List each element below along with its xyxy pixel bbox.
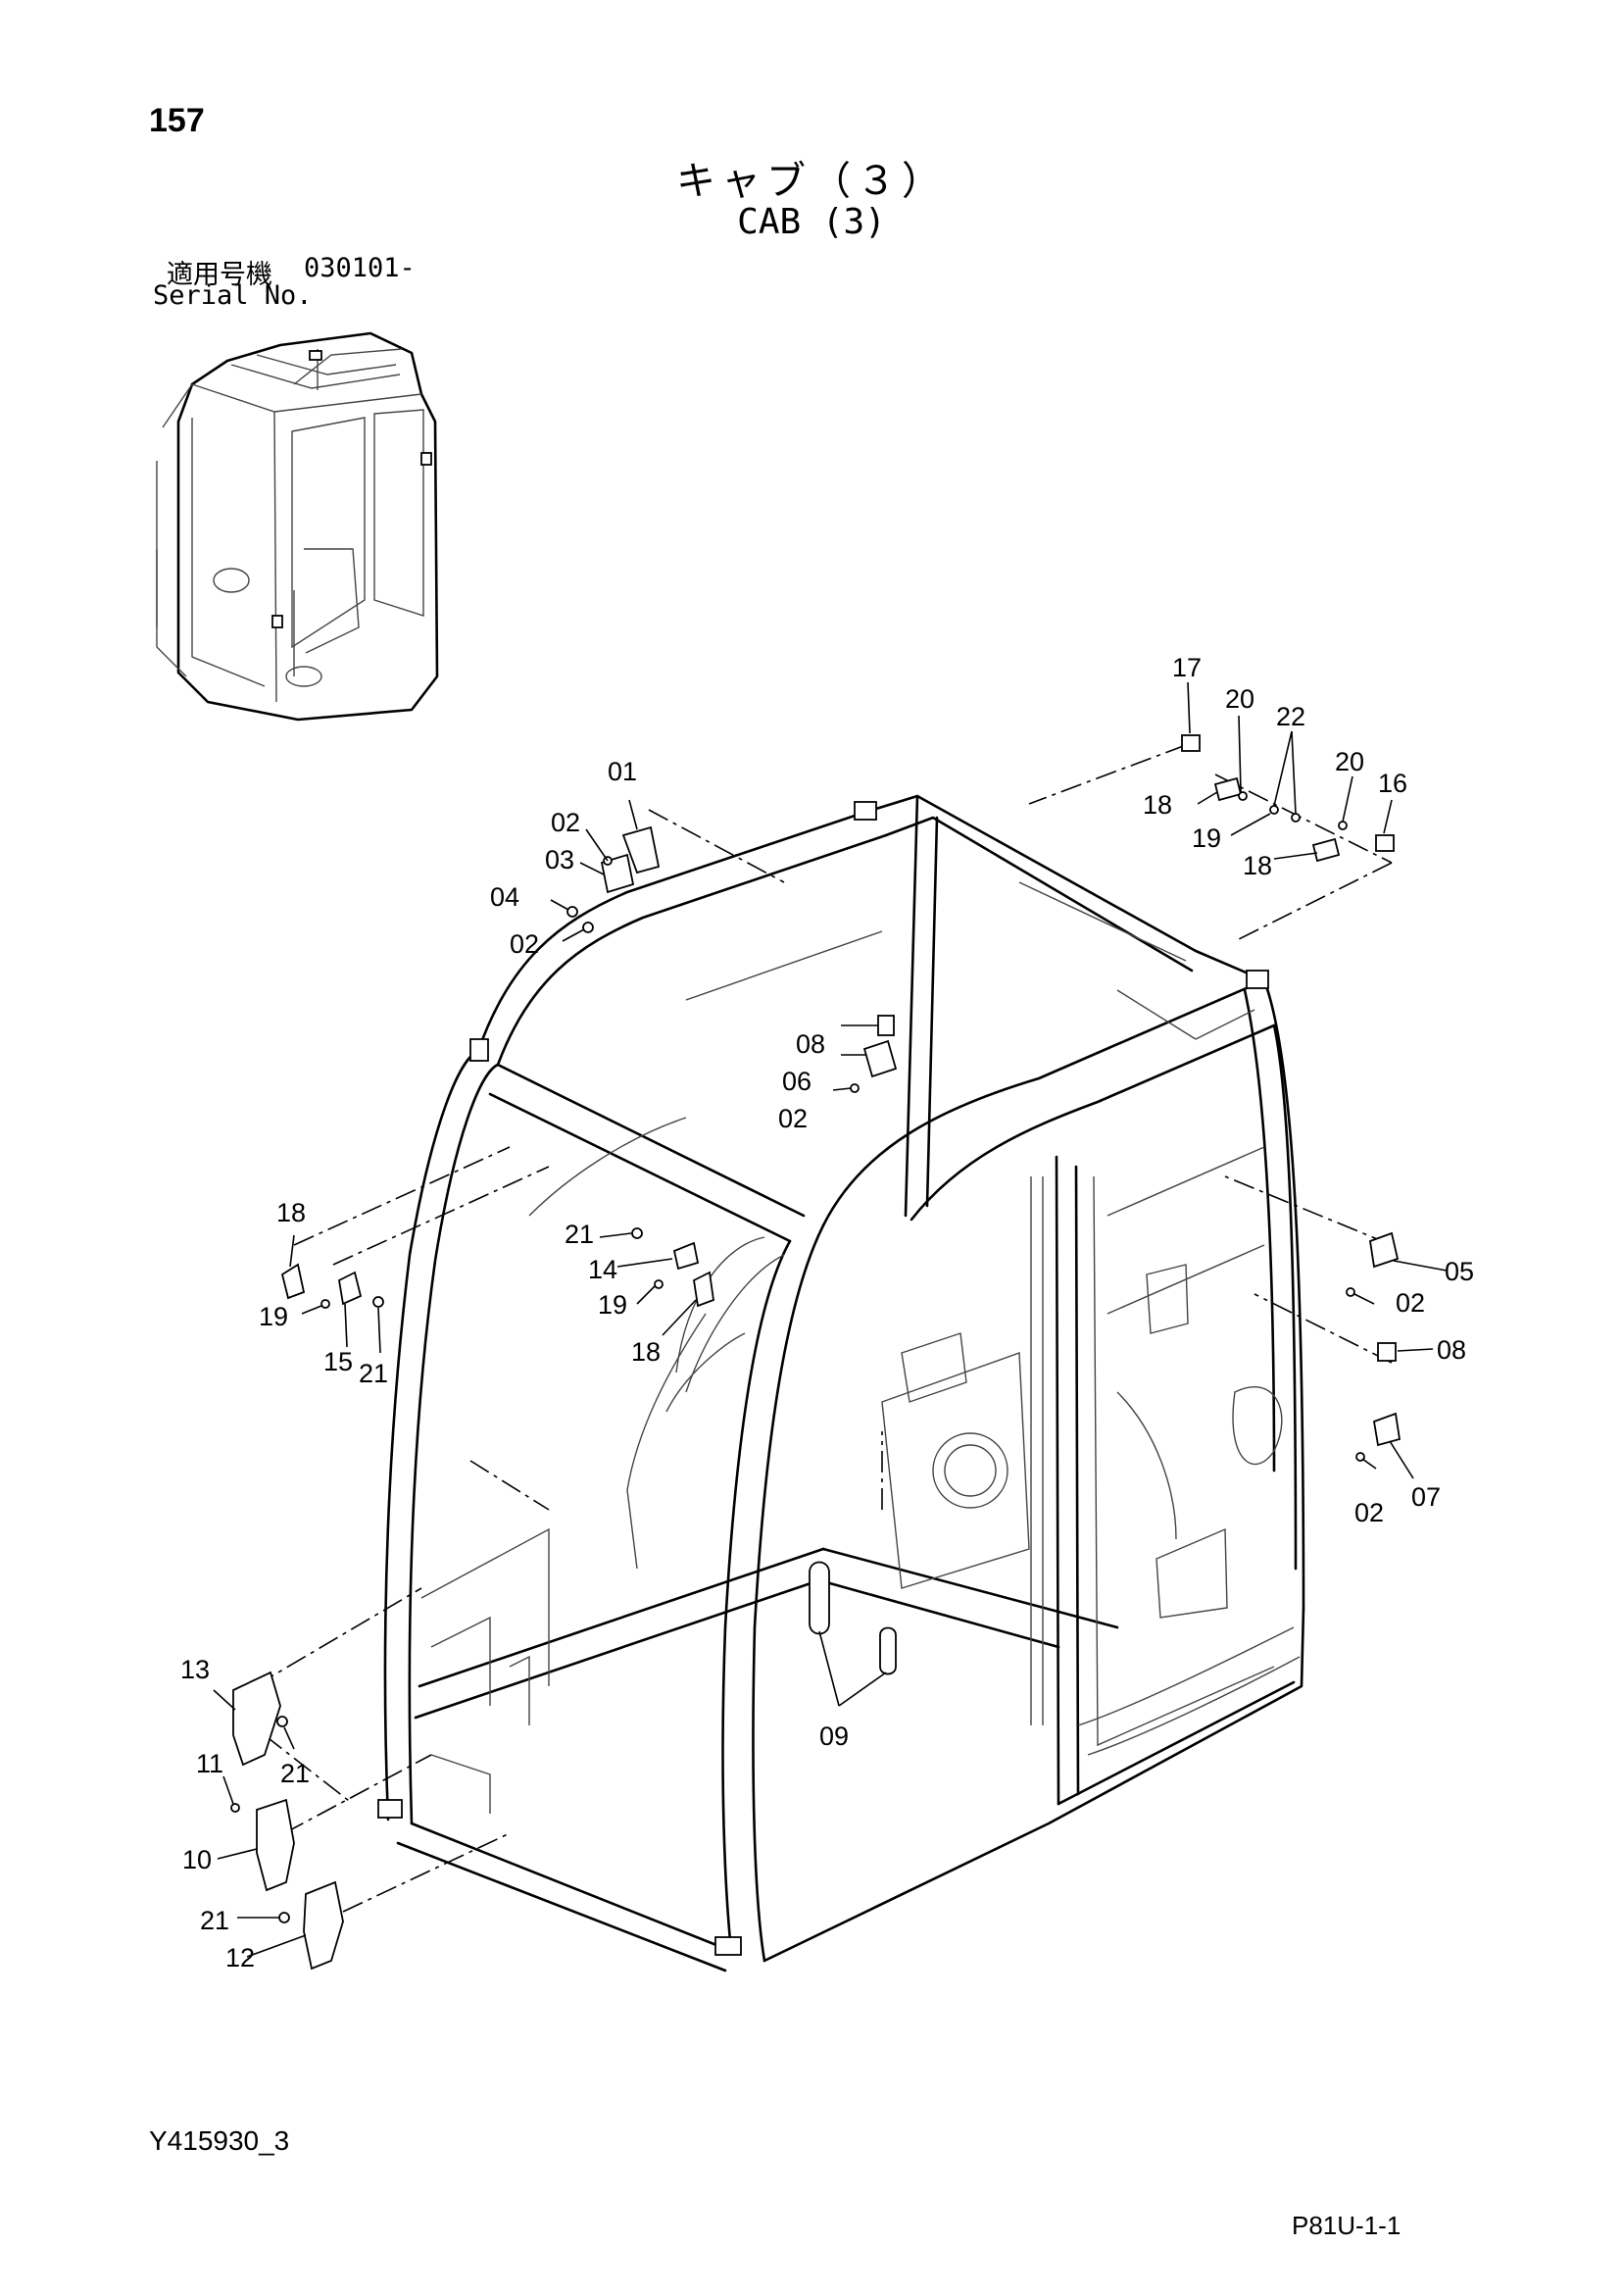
callout-02: 02 — [778, 1104, 808, 1133]
callout-labels: 01 02 03 04 02 17 20 22 20 16 18 19 18 0… — [180, 653, 1474, 1972]
callout-08: 08 — [796, 1029, 825, 1059]
callout-22: 22 — [1276, 702, 1305, 731]
page-title-japanese: キャブ（３） — [676, 159, 947, 204]
callout-18: 18 — [1143, 790, 1172, 820]
serial-label-japanese: 適用号機 — [167, 260, 272, 290]
callout-20: 20 — [1335, 747, 1364, 776]
callout-07: 07 — [1411, 1482, 1441, 1512]
callout-02: 02 — [1396, 1288, 1425, 1318]
callout-01: 01 — [608, 757, 637, 786]
callout-18: 18 — [631, 1337, 661, 1367]
callout-21: 21 — [359, 1359, 388, 1388]
callout-09: 09 — [819, 1722, 849, 1751]
callout-02: 02 — [510, 929, 539, 959]
callout-18: 18 — [276, 1198, 306, 1227]
cab-frame-main — [377, 794, 1305, 1972]
callout-21: 21 — [280, 1759, 310, 1788]
cab-overview-illustration — [156, 331, 439, 722]
assembly-lines — [254, 744, 1393, 1913]
callout-05: 05 — [1445, 1257, 1474, 1286]
callout-10: 10 — [182, 1845, 212, 1874]
callout-15: 15 — [323, 1347, 353, 1376]
hardware-parts — [230, 734, 1402, 1971]
callout-11: 11 — [196, 1749, 223, 1778]
callout-06: 06 — [782, 1067, 812, 1096]
serial-number-range: 030101- — [304, 253, 416, 283]
callout-18: 18 — [1243, 851, 1272, 880]
callout-04: 04 — [490, 882, 519, 912]
page-title-english: CAB (3) — [737, 202, 886, 242]
callout-02: 02 — [1354, 1498, 1384, 1527]
serial-label-english: Serial No. — [153, 280, 313, 311]
callout-03: 03 — [545, 845, 574, 874]
drawing-id: Y415930_3 — [149, 2125, 290, 2156]
callout-12: 12 — [225, 1943, 255, 1972]
callout-20: 20 — [1225, 684, 1254, 714]
callout-16: 16 — [1378, 769, 1407, 798]
callout-19: 19 — [598, 1290, 627, 1320]
callout-08: 08 — [1437, 1335, 1466, 1365]
callout-02: 02 — [551, 808, 580, 837]
leader-lines — [213, 681, 1448, 1958]
callout-19: 19 — [259, 1302, 288, 1331]
callout-21: 21 — [565, 1220, 594, 1249]
page-code: P81U-1-1 — [1292, 2211, 1402, 2240]
callout-17: 17 — [1172, 653, 1202, 682]
callout-21: 21 — [200, 1906, 229, 1935]
callout-13: 13 — [180, 1655, 210, 1684]
callout-14: 14 — [588, 1255, 617, 1284]
page-number: 157 — [149, 102, 205, 139]
callout-19: 19 — [1192, 824, 1221, 853]
